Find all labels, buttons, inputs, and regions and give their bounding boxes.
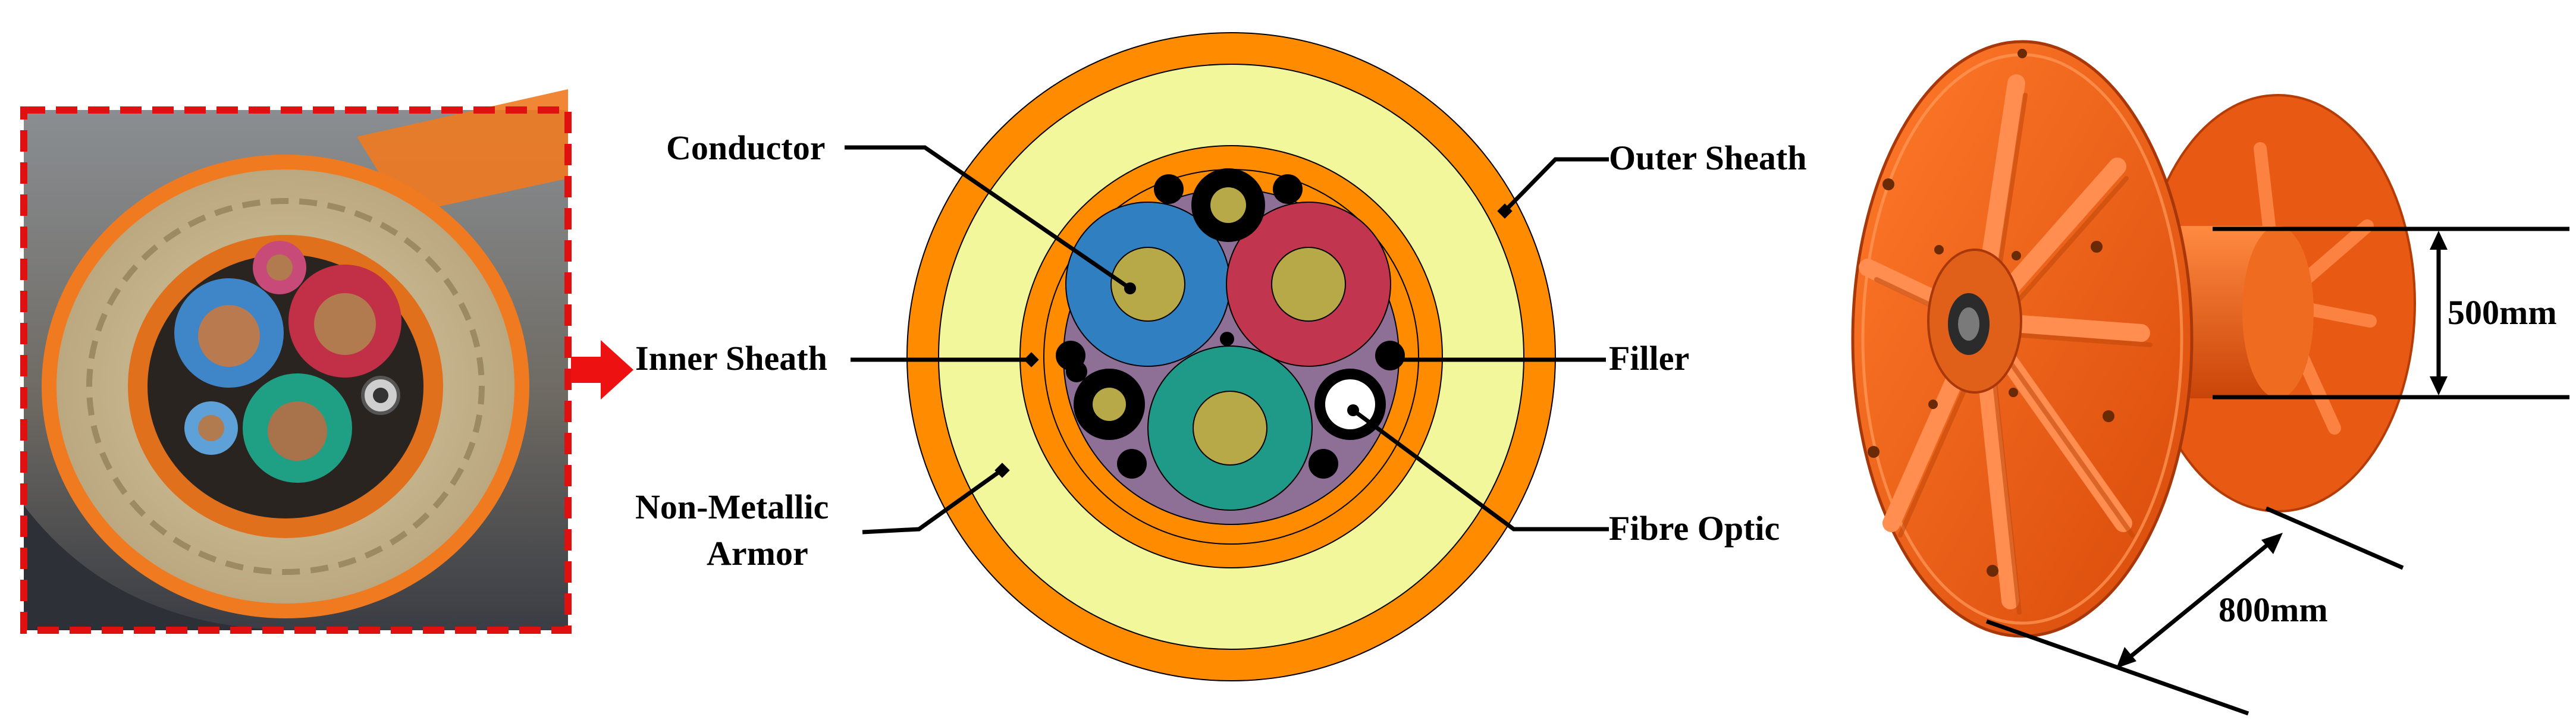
drum-diameter-label: 500mm	[2448, 293, 2557, 332]
copper-core	[1193, 391, 1267, 466]
filler	[1154, 174, 1184, 204]
non-metallic-armor-label-line2: Armor	[707, 534, 808, 573]
filler	[1220, 332, 1234, 346]
cable-photo	[20, 89, 572, 634]
filler	[1273, 174, 1303, 204]
conductor-leader-dot	[1124, 282, 1136, 294]
dim-500-arrow-bottom	[2430, 376, 2448, 395]
dim-800-arrow-back	[2261, 533, 2283, 554]
fibre-optic-label: Fibre Optic	[1609, 509, 1780, 548]
conductor-leader	[845, 145, 1131, 290]
filler-label: Filler	[1609, 339, 1689, 378]
non-metallic-armor-label-line1: Non-Metallic	[635, 488, 829, 526]
fibre-optic-leader	[1351, 408, 1609, 532]
drum-width-label: 800mm	[2219, 590, 2328, 629]
filler	[1309, 449, 1338, 479]
fibre-optic-leader-dot	[1347, 404, 1359, 416]
arrow-icon	[571, 340, 633, 400]
filler	[1066, 361, 1087, 382]
copper-core	[1271, 247, 1346, 322]
dim-back-extension	[2265, 506, 2404, 570]
outer-sheath-label: Outer Sheath	[1609, 139, 1806, 177]
pilot-core-copper	[1093, 388, 1126, 421]
dim-800-line	[2125, 539, 2274, 662]
conductor-label: Conductor	[666, 128, 825, 167]
outer-sheath-leader	[1503, 157, 1609, 213]
cable-reel: 500mm 800mm	[1851, 40, 2569, 716]
filler	[1117, 449, 1147, 479]
dim-500-arrow-top	[2430, 231, 2448, 250]
armor-leader	[862, 468, 1004, 535]
dim-800-arrow-front	[2116, 647, 2136, 668]
cable-cross-section: Conductor Inner Sheath Non-Metallic Armo…	[635, 32, 1806, 681]
pilot-core-copper	[1210, 187, 1246, 223]
inner-sheath-label: Inner Sheath	[635, 339, 827, 378]
copper-core	[1110, 247, 1185, 322]
